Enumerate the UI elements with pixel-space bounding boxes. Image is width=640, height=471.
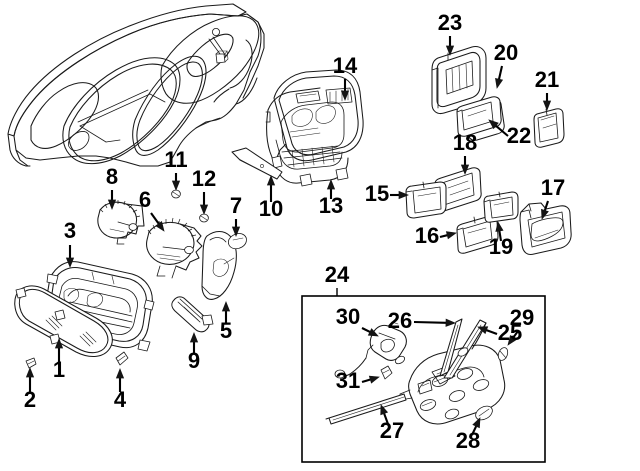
- callout-leader-9: [189, 332, 199, 354]
- callout-leader-17: [541, 200, 549, 220]
- callout-number-21: 21: [535, 67, 559, 92]
- callout-number-2: 2: [24, 387, 36, 412]
- callout-leader-28: [471, 417, 481, 436]
- callout-leader-14: [340, 79, 350, 101]
- callout-number-18: 18: [453, 130, 477, 155]
- callout-number-19: 19: [489, 234, 513, 259]
- callout-number-10: 10: [259, 196, 283, 221]
- callout-leader-15: [390, 190, 409, 200]
- callout-leader-10: [266, 175, 276, 202]
- callout-leader-5: [221, 301, 231, 324]
- callout-number-8: 8: [106, 164, 118, 189]
- fastener-2: [25, 357, 37, 369]
- callout-leaders: [25, 36, 552, 436]
- callout-number-13: 13: [319, 193, 343, 218]
- callout-number-20: 20: [494, 40, 518, 65]
- callout-number-29: 29: [510, 305, 534, 330]
- callout-leader-8: [107, 190, 117, 210]
- callout-leader-12: [199, 192, 209, 215]
- clip-oval-upper: [457, 347, 469, 357]
- callout-number-27: 27: [380, 418, 404, 443]
- callout-number-14: 14: [333, 53, 358, 78]
- callout-leader-13: [326, 179, 336, 199]
- fastener-12: [199, 213, 209, 223]
- callout-leader-16: [439, 231, 457, 240]
- callout-leader-26: [413, 318, 456, 327]
- callout-leader-3: [65, 245, 75, 268]
- callout-number-26: 26: [388, 308, 412, 333]
- callout-number-5: 5: [220, 318, 232, 343]
- part-5-bezel-side-cover: [201, 230, 237, 300]
- clip-small-oval: [394, 355, 406, 365]
- callout-leader-2: [25, 367, 35, 392]
- part-17-switch-large: [519, 202, 572, 255]
- callout-number-3: 3: [64, 218, 76, 243]
- callout-number-12: 12: [192, 166, 216, 191]
- part-10-trim-strip: [231, 147, 283, 180]
- part-8-tachometer-gauge: [97, 200, 145, 245]
- fastener-4: [115, 351, 129, 366]
- callout-number-28: 28: [456, 428, 480, 453]
- callout-leader-22: [488, 119, 509, 137]
- callout-leader-27: [380, 404, 389, 425]
- part-1-cluster-lens: [14, 285, 113, 357]
- callout-leader-21: [542, 93, 552, 111]
- part-30-blower-knob: [334, 321, 407, 379]
- callout-number-7: 7: [230, 193, 242, 218]
- callout-number-1: 1: [53, 357, 65, 382]
- part-14-cluster-assembly: [265, 69, 364, 187]
- callout-number-9: 9: [188, 348, 200, 373]
- part-6-speedometer-gauge: [146, 217, 203, 279]
- callout-leader-19: [495, 221, 504, 242]
- callout-leader-29: [507, 330, 519, 346]
- callout-leader-11: [171, 173, 181, 191]
- fastener-7: [227, 233, 247, 250]
- callout-leader-1: [54, 338, 64, 362]
- clip-31: [380, 365, 393, 380]
- callout-number-23: 23: [438, 10, 462, 35]
- callout-number-22: 22: [507, 123, 531, 148]
- callout-leader-20: [495, 65, 504, 89]
- part-9-bracket-clip: [171, 296, 214, 333]
- part-15-switch-rocker: [405, 181, 447, 219]
- callout-leader-30: [361, 327, 379, 337]
- callout-number-15: 15: [365, 181, 389, 206]
- callout-leader-4: [115, 368, 125, 392]
- callout-leader-7: [231, 219, 241, 237]
- detail-box-24: [301, 295, 546, 463]
- callout-number-25: 25: [498, 320, 522, 345]
- callout-number-31: 31: [336, 368, 360, 393]
- fastener-11: [171, 189, 181, 199]
- callout-number-16: 16: [415, 223, 439, 248]
- callout-leader-23: [445, 36, 455, 56]
- callout-number-24: 24: [325, 262, 350, 287]
- clip-28: [475, 405, 493, 421]
- callout-number-17: 17: [541, 175, 565, 200]
- part-21-switch-button: [533, 108, 565, 148]
- dashboard-outline: [7, 3, 265, 167]
- part-19-switch-small: [483, 191, 519, 223]
- callout-number-6: 6: [139, 187, 151, 212]
- callout-leader-25: [477, 326, 498, 335]
- callout-number-4: 4: [114, 387, 127, 412]
- callout-leader-18: [460, 156, 470, 175]
- cable-27: [325, 393, 407, 425]
- callout-leader-6: [150, 212, 165, 232]
- callout-number-11: 11: [164, 147, 187, 172]
- callout-leader-31: [361, 375, 380, 384]
- callout-number-30: 30: [336, 304, 360, 329]
- clip-29: [497, 347, 509, 361]
